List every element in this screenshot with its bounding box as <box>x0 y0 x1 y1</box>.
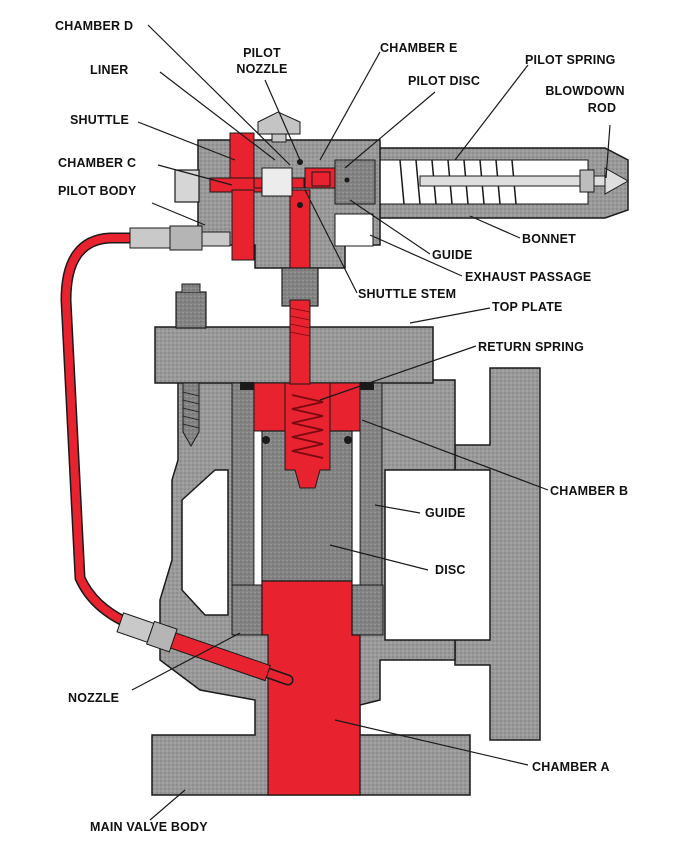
label-return-spring: RETURN SPRING <box>478 340 585 354</box>
label-pilot-nozzle-line2: NOZZLE <box>236 62 288 76</box>
label-shuttle-stem: SHUTTLE STEM <box>358 287 457 301</box>
stud-threads <box>182 391 200 429</box>
stud-nut <box>175 291 207 329</box>
side-cavity <box>181 469 229 616</box>
guide-left-sleeve <box>231 382 255 606</box>
label-pilot-body: PILOT BODY <box>58 184 137 198</box>
seal-ring-left-top <box>240 382 254 390</box>
tube-fitting-upper <box>129 227 171 249</box>
label-disc: DISC <box>435 563 466 577</box>
tube-fitting-upper-2 <box>201 231 231 247</box>
label-guide-lower: GUIDE <box>425 506 466 520</box>
label-pilot-disc: PILOT DISC <box>408 74 481 88</box>
stem-threads <box>289 307 311 337</box>
stem-passage-fill <box>289 299 311 385</box>
return-spring-coil <box>291 394 324 459</box>
shuttle-core <box>261 167 293 197</box>
wing-nut <box>257 111 301 135</box>
pilot-oring-2 <box>297 202 303 208</box>
label-chamber-e: CHAMBER E <box>380 41 458 55</box>
label-liner: LINER <box>90 63 129 77</box>
label-chamber-c: CHAMBER C <box>58 156 137 170</box>
label-chamber-d: CHAMBER D <box>55 19 134 33</box>
outlet-cavity <box>384 469 491 641</box>
label-pilot-nozzle-line1: PILOT <box>243 46 281 60</box>
seal-ring-right-top <box>360 382 374 390</box>
label-bonnet: BONNET <box>522 232 576 246</box>
stud-thread-top <box>181 283 201 292</box>
guide-gap-right <box>351 429 361 586</box>
label-pilot-spring: PILOT SPRING <box>525 53 616 67</box>
label-shuttle: SHUTTLE <box>70 113 130 127</box>
pilot-disc-part <box>311 171 331 187</box>
blowdown-nut <box>579 169 595 193</box>
label-top-plate: TOP PLATE <box>492 300 563 314</box>
pilot-oring-1 <box>297 159 303 165</box>
label-blowdown-line1: BLOWDOWN <box>545 84 625 98</box>
oring-left-1 <box>262 436 270 444</box>
blowdown-rod-tip <box>604 167 630 195</box>
tube-fitting-lower <box>116 612 272 682</box>
exhaust-cavity <box>334 213 374 247</box>
label-blowdown-line2: ROD <box>587 101 617 115</box>
label-chamber-b: CHAMBER B <box>550 484 629 498</box>
pilot-oring-3 <box>344 177 350 183</box>
oring-right-1 <box>344 436 352 444</box>
wing-nut-stem <box>271 133 287 143</box>
pilot-seal-a <box>334 159 376 205</box>
sensing-tube-fill <box>61 234 292 684</box>
label-guide-upper: GUIDE <box>432 248 473 262</box>
guide-gap-left <box>253 429 263 586</box>
label-nozzle: NOZZLE <box>68 691 120 705</box>
label-chamber-a: CHAMBER A <box>532 760 610 774</box>
leader-lines <box>131 24 611 821</box>
label-exhaust-passage: EXHAUST PASSAGE <box>465 270 592 284</box>
tube-fitting-upper-nut <box>169 225 203 251</box>
stud-bolt <box>182 382 200 448</box>
guide-right-sleeve <box>359 382 383 606</box>
chamber-a-fill <box>261 580 361 796</box>
outlet-flange <box>454 367 541 741</box>
label-main-valve-body: MAIN VALVE BODY <box>90 820 208 834</box>
